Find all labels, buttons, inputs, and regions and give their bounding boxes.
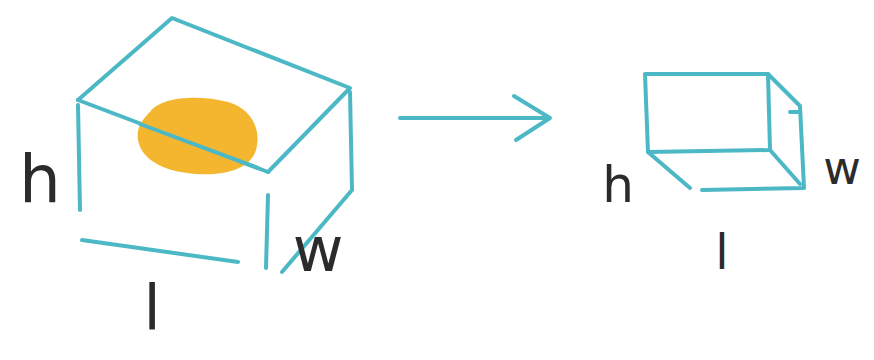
box-edge	[140, 124, 258, 168]
dimension-label: w	[293, 219, 344, 281]
dimension-label: h	[602, 160, 634, 210]
dimension-label: l	[143, 277, 160, 339]
flat-box	[645, 74, 804, 190]
box-edge	[645, 74, 770, 152]
transform-arrow	[400, 96, 550, 140]
dimension-label: l	[715, 228, 728, 276]
box-edge	[78, 105, 80, 210]
box-edge	[770, 150, 800, 184]
box-edge	[790, 110, 800, 114]
box-edge	[702, 74, 804, 190]
box-edge	[648, 152, 690, 188]
dimension-label: h	[19, 147, 61, 213]
arrow-head	[514, 96, 550, 140]
box-edge	[266, 195, 268, 268]
box-edge	[82, 240, 238, 262]
dimension-label: w	[823, 145, 861, 191]
arrow-shaft	[400, 116, 548, 120]
blob	[138, 98, 258, 174]
